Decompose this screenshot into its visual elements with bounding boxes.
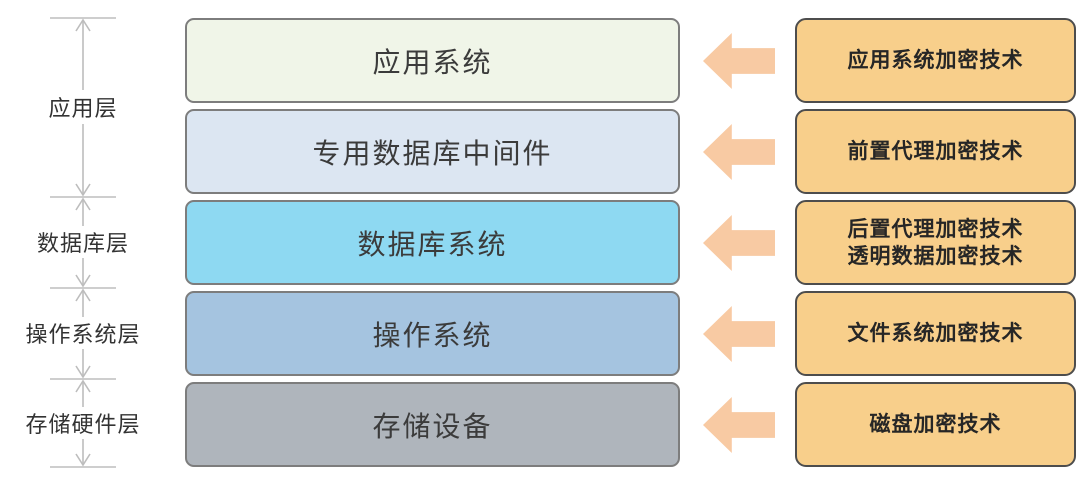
layer-box-label: 存储设备	[372, 410, 493, 442]
tech-label: 磁盘加密技术	[869, 413, 1002, 436]
layer-box-application-system: 应用系统	[185, 18, 680, 103]
left-arrow-icon	[703, 215, 775, 271]
layer-box-label: 操作系统	[372, 319, 493, 351]
layer-scale-lines	[50, 17, 116, 468]
tech-label: 透明数据加密技术	[847, 244, 1024, 268]
left-arrow-icon	[703, 124, 775, 180]
arrow-down-icon	[75, 453, 91, 467]
layer-label-os: 操作系统层	[22, 317, 144, 349]
tech-label: 应用系统加密技术	[847, 49, 1024, 72]
arrow-down-icon	[75, 274, 91, 288]
left-arrow-icon	[703, 397, 775, 453]
tech-box-app-encryption: 应用系统加密技术	[795, 18, 1076, 103]
layer-box-label: 应用系统	[372, 46, 493, 78]
arrow-down-icon	[75, 365, 91, 379]
layer-box-operating-system: 操作系统	[185, 291, 680, 376]
arrow-up-icon	[75, 18, 91, 32]
tech-box-filesystem-encryption: 文件系统加密技术	[795, 291, 1076, 376]
tech-box-back-proxy-tde-encryption: 后置代理加密技术 透明数据加密技术	[795, 200, 1076, 285]
layer-box-db-middleware: 专用数据库中间件	[185, 109, 680, 194]
arrow-up-icon	[75, 288, 91, 302]
layer-box-database-system: 数据库系统	[185, 200, 680, 285]
arrow-down-icon	[75, 183, 91, 197]
tech-label: 前置代理加密技术	[847, 140, 1024, 163]
layer-label-storage-hw: 存储硬件层	[22, 407, 144, 439]
left-arrow-icon	[703, 33, 775, 89]
arrow-up-icon	[75, 379, 91, 393]
layer-box-storage-device: 存储设备	[185, 382, 680, 467]
tech-box-front-proxy-encryption: 前置代理加密技术	[795, 109, 1076, 194]
layer-label-database: 数据库层	[33, 226, 133, 258]
layer-box-label: 数据库系统	[357, 228, 508, 260]
left-arrow-icon	[703, 306, 775, 362]
layer-label-application: 应用层	[45, 91, 121, 123]
tech-label: 后置代理加密技术	[847, 217, 1024, 241]
arrow-up-icon	[75, 197, 91, 211]
layer-box-label: 专用数据库中间件	[312, 137, 553, 169]
tech-label: 文件系统加密技术	[847, 322, 1024, 345]
tech-box-disk-encryption: 磁盘加密技术	[795, 382, 1076, 467]
